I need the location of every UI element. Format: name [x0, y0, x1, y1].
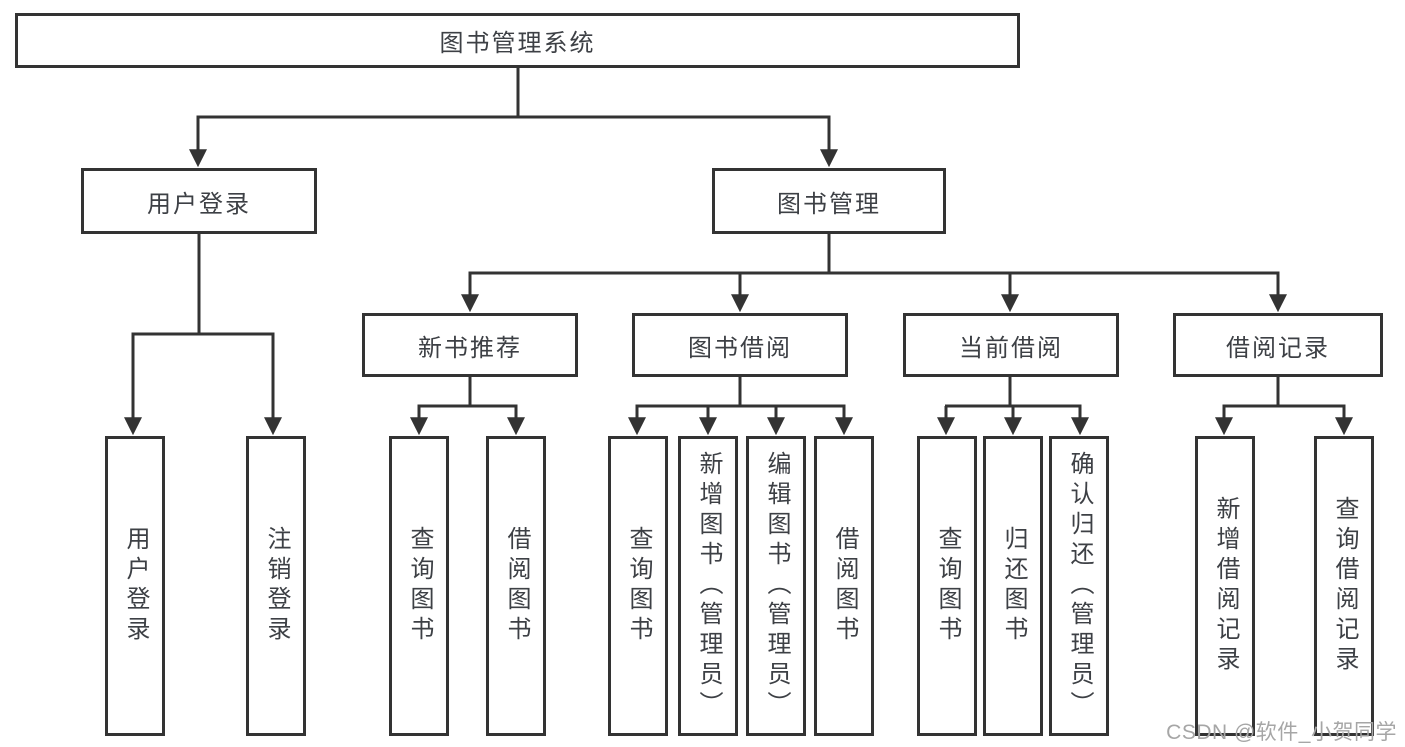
connector-login-split: [131, 234, 275, 336]
node-user-login: 用户登录: [81, 168, 317, 234]
node-book-management: 图书管理: [712, 168, 946, 234]
node-library-management-system: 图书管理系统: [15, 13, 1020, 68]
leaf-edit-books-admin: 编辑图书（管理员）: [746, 436, 806, 736]
leaf-logout: 注销登录: [246, 436, 306, 736]
leaf-add-borrow-record: 新增借阅记录: [1195, 436, 1255, 736]
connector-current-split: [945, 377, 1082, 408]
node-new-book-recommend: 新书推荐: [362, 313, 578, 377]
leaf-query-books-3: 查询图书: [917, 436, 977, 736]
leaf-confirm-return-admin: 确认归还（管理员）: [1049, 436, 1109, 736]
leaf-query-books-2: 查询图书: [608, 436, 668, 736]
connector-records-split: [1222, 377, 1346, 408]
leaf-query-books: 查询图书: [389, 436, 449, 736]
connector-borrow-split: [635, 377, 846, 408]
leaf-return-books: 归还图书: [983, 436, 1043, 736]
node-borrow-records: 借阅记录: [1173, 313, 1383, 377]
node-book-borrow: 图书借阅: [632, 313, 848, 377]
node-current-borrow: 当前借阅: [903, 313, 1119, 377]
connector-root-split: [196, 68, 831, 119]
leaf-user-login: 用户登录: [105, 436, 165, 736]
watermark: CSDN @软件_小贺同学: [1166, 721, 1397, 744]
connector-mgmt-split: [468, 234, 1280, 275]
connector-recommend-split: [417, 377, 518, 408]
leaf-borrow-books-2: 借阅图书: [814, 436, 874, 736]
leaf-query-borrow-record: 查询借阅记录: [1314, 436, 1374, 736]
leaf-add-books-admin: 新增图书（管理员）: [678, 436, 738, 736]
leaf-borrow-books: 借阅图书: [486, 436, 546, 736]
